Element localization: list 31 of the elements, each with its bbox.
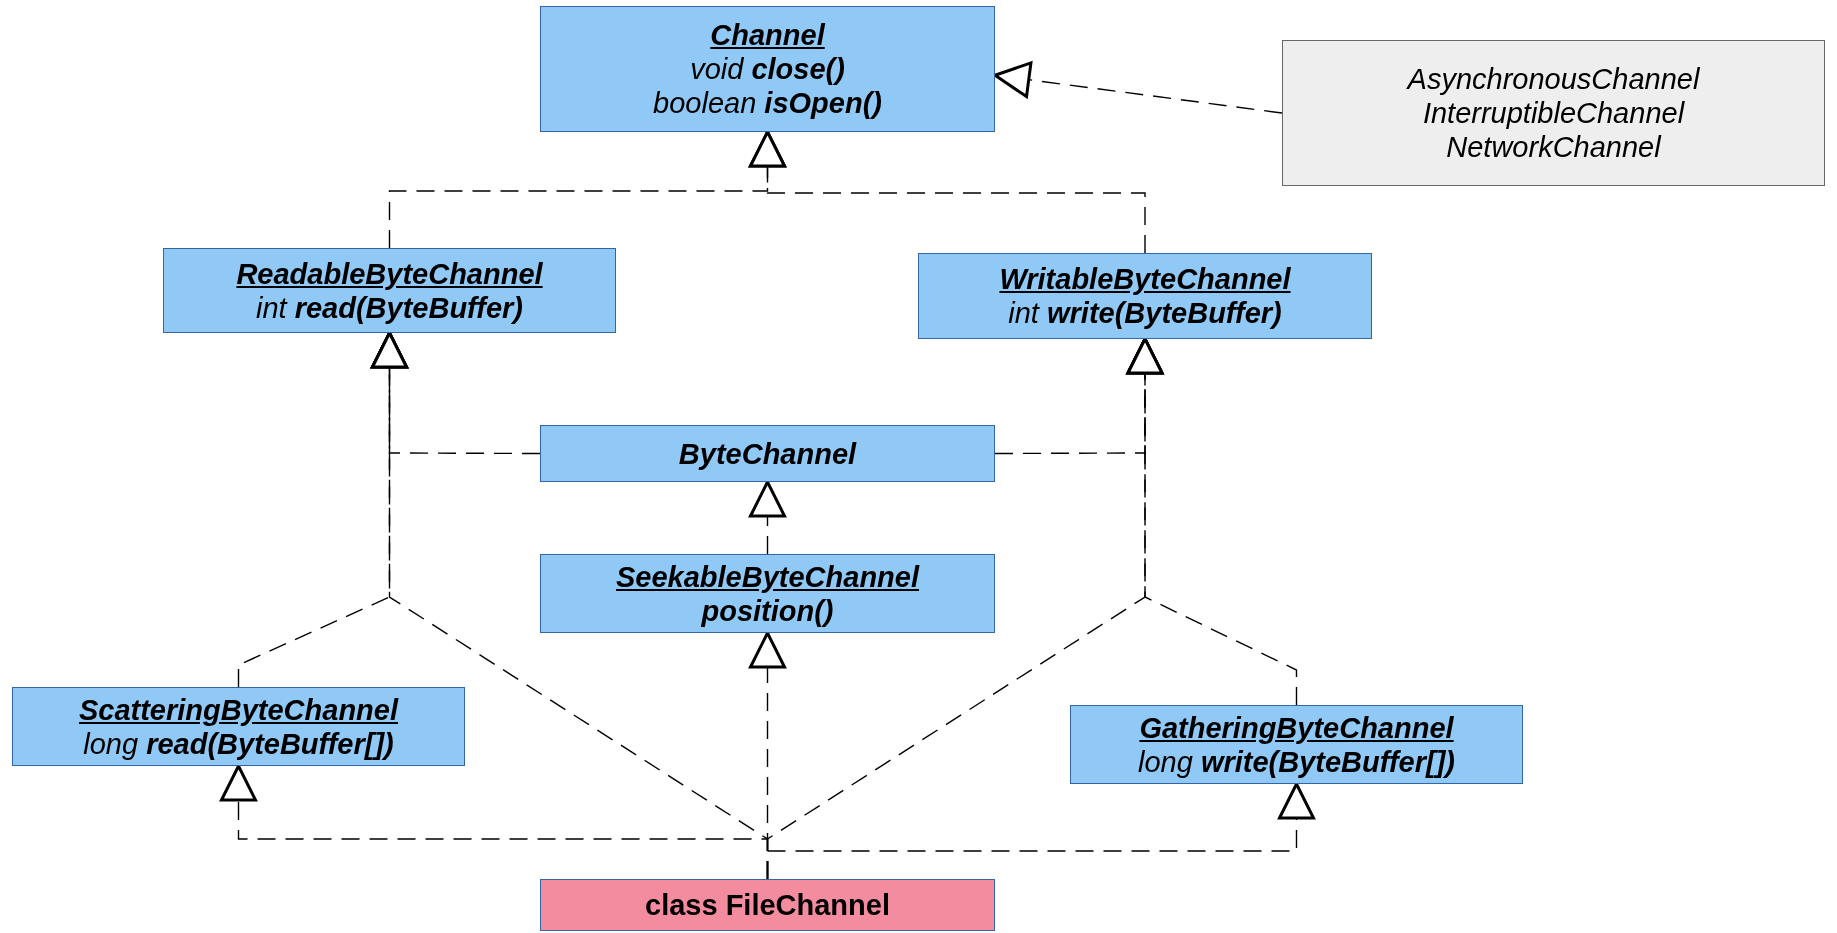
interface-name: AsynchronousChannel [1407, 62, 1700, 96]
realization-arrow [993, 61, 1283, 114]
method-signature: long read(ByteBuffer[]) [83, 726, 394, 761]
method-signature: position() [701, 593, 834, 628]
realization-arrow [766, 337, 1164, 880]
interface-name: ScatteringByteChannel [78, 692, 399, 727]
method-signature: void close() [690, 52, 845, 86]
interface-box [12, 687, 465, 766]
interface-box [540, 554, 995, 633]
interface-name: Channel [710, 18, 825, 52]
interface-box [540, 425, 995, 482]
interface-box [918, 253, 1372, 339]
interface-name: ByteChannel [678, 436, 857, 471]
interface-name: WritableByteChannel [999, 262, 1291, 296]
interface-name: ReadableByteChannel [236, 256, 543, 291]
method-signature: int write(ByteBuffer) [1008, 296, 1282, 330]
interface-name: GatheringByteChannel [1139, 710, 1454, 745]
interface-box [163, 248, 616, 333]
interface-name: InterruptibleChannel [1422, 96, 1685, 130]
interface-box [540, 6, 995, 132]
interface-box [1070, 705, 1523, 784]
class-box [540, 879, 995, 931]
method-signature: int read(ByteBuffer) [256, 290, 523, 325]
class-name: class FileChannel [645, 888, 890, 922]
interface-name: NetworkChannel [1446, 130, 1661, 164]
interface-list-box [1282, 40, 1825, 186]
realization-arrow [749, 130, 1146, 254]
realization-arrow [749, 480, 786, 555]
method-signature: boolean isOpen() [653, 86, 882, 120]
method-signature: long write(ByteBuffer[]) [1138, 744, 1455, 779]
interface-name: SeekableByteChannel [616, 559, 919, 594]
